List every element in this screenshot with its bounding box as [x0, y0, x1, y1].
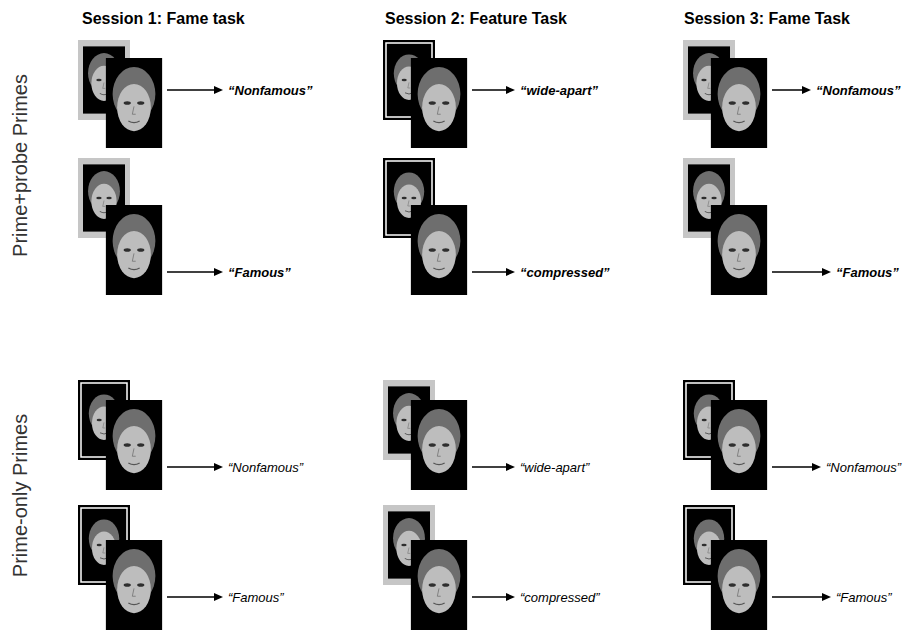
probe-face: [411, 58, 467, 148]
response-label: “Nonfamous”: [816, 83, 901, 98]
arrow-line: [772, 466, 814, 468]
arrow-head: [214, 463, 223, 471]
row-label: Prime-only Primes: [9, 413, 32, 576]
response-label: “Famous”: [228, 590, 284, 605]
arrow-head: [506, 86, 515, 94]
probe-face: [711, 205, 767, 295]
arrow-head: [214, 268, 223, 276]
response-label: “Famous”: [836, 265, 899, 280]
probe-face: [106, 400, 162, 490]
arrow-line: [772, 89, 804, 91]
row-label: Prime+probe Primes: [8, 74, 31, 257]
session-heading: Session 2: Feature Task: [385, 10, 567, 28]
arrow-line: [167, 466, 216, 468]
probe-face: [106, 205, 162, 295]
arrow-head: [822, 593, 831, 601]
arrow-head: [802, 86, 811, 94]
arrow-head: [506, 463, 515, 471]
arrow-line: [472, 271, 508, 273]
response-label: “compressed”: [520, 265, 610, 280]
response-label: “Nonfamous”: [228, 83, 313, 98]
arrow-line: [167, 271, 216, 273]
probe-face: [411, 540, 467, 630]
arrow-line: [472, 466, 508, 468]
session-heading: Session 3: Fame Task: [684, 10, 850, 28]
arrow-head: [506, 593, 515, 601]
arrow-line: [472, 89, 508, 91]
probe-face: [106, 58, 162, 148]
probe-face: [711, 58, 767, 148]
arrow-head: [214, 86, 223, 94]
arrow-head: [812, 463, 821, 471]
arrow-line: [167, 89, 216, 91]
arrow-head: [822, 268, 831, 276]
probe-face: [106, 540, 162, 630]
probe-face: [711, 400, 767, 490]
probe-face: [711, 540, 767, 630]
response-label: “wide-apart”: [520, 460, 589, 475]
session-heading: Session 1: Fame task: [82, 10, 245, 28]
response-label: “Famous”: [228, 265, 291, 280]
probe-face: [411, 205, 467, 295]
arrow-line: [167, 596, 216, 598]
response-label: “Nonfamous”: [826, 460, 901, 475]
response-label: “wide-apart”: [520, 83, 598, 98]
arrow-line: [772, 596, 824, 598]
response-label: “compressed”: [520, 590, 599, 605]
arrow-line: [472, 596, 508, 598]
response-label: “Famous”: [836, 590, 892, 605]
arrow-line: [772, 271, 824, 273]
arrow-head: [506, 268, 515, 276]
response-label: “Nonfamous”: [228, 460, 303, 475]
probe-face: [411, 400, 467, 490]
arrow-head: [214, 593, 223, 601]
